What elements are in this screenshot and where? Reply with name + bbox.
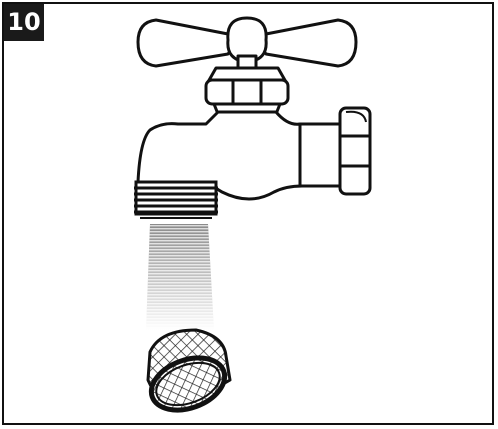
packing-nut xyxy=(204,66,290,116)
screen-filter xyxy=(146,328,232,413)
hose-connector-nut xyxy=(338,106,372,196)
step-number-badge: 10 xyxy=(4,4,44,41)
threaded-spout xyxy=(134,180,218,219)
water-flow xyxy=(146,224,214,330)
instruction-panel: 10 xyxy=(2,2,494,425)
faucet-handle xyxy=(136,16,358,70)
